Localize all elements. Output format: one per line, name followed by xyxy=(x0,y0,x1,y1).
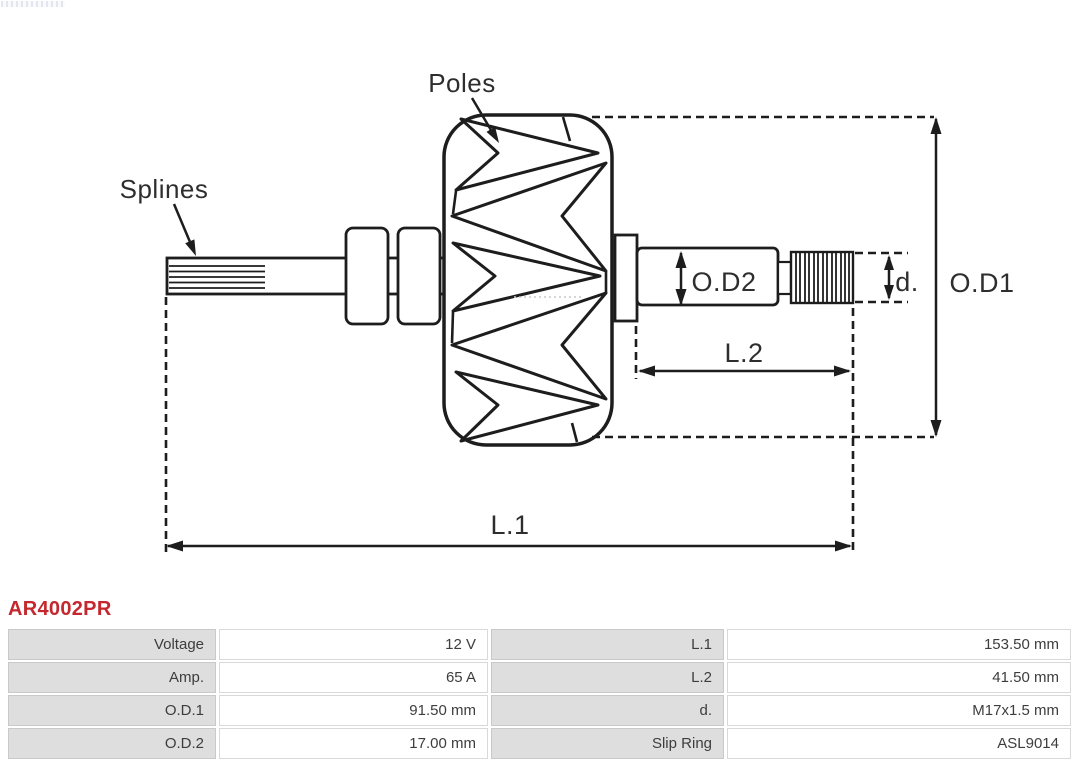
thread-lines xyxy=(795,253,850,302)
spline-lines xyxy=(169,265,265,289)
product-code-heading: AR4002PR xyxy=(8,598,112,620)
slip-ring-block xyxy=(613,233,639,323)
spec-value-cell: 65 A xyxy=(219,662,488,693)
poles-label: Poles xyxy=(428,68,496,98)
l1-label: L.1 xyxy=(490,510,529,540)
d-label: d. xyxy=(895,267,919,297)
as-pl-logo-watermark xyxy=(1,1,65,7)
spec-value-cell: 91.50 mm xyxy=(219,695,488,726)
splines-label: Splines xyxy=(120,174,209,204)
claw-poles xyxy=(450,116,608,443)
spec-value-cell: M17x1.5 mm xyxy=(727,695,1071,726)
construction-lines xyxy=(164,115,934,552)
rotor-body xyxy=(442,113,614,447)
spec-value-cell: 41.50 mm xyxy=(727,662,1071,693)
spec-label-cell: Amp. xyxy=(8,662,216,693)
spec-label-cell: O.D.2 xyxy=(8,728,216,759)
spec-label-cell: O.D.1 xyxy=(8,695,216,726)
spec-label-cell: L.2 xyxy=(491,662,724,693)
spec-label-cell: Slip Ring xyxy=(491,728,724,759)
spec-value-cell: 17.00 mm xyxy=(219,728,488,759)
spec-value-cell: 12 V xyxy=(219,629,488,660)
shaft-collars xyxy=(344,226,442,326)
spec-label-cell: L.1 xyxy=(491,629,724,660)
pole-connector-lines xyxy=(450,116,608,443)
poles-pointer-line xyxy=(470,97,493,131)
spec-value-cell: ASL9014 xyxy=(727,728,1071,759)
spec-table: Voltage 12 V L.1 153.50 mm Amp. 65 A L.2… xyxy=(8,629,1071,759)
splines-pointer-line xyxy=(172,203,192,243)
l2-label: L.2 xyxy=(724,338,763,368)
od1-label: O.D1 xyxy=(949,268,1014,298)
shaft-neck xyxy=(776,260,793,296)
slip-ring-end xyxy=(613,233,855,323)
od2-label: O.D2 xyxy=(691,267,756,297)
spec-label-cell: Voltage xyxy=(8,629,216,660)
rotor-technical-drawing: Poles Splines O.D2 d. O.D1 L.2 L.1 xyxy=(120,68,1014,552)
spec-value-cell: 153.50 mm xyxy=(727,629,1071,660)
spec-label-cell: d. xyxy=(491,695,724,726)
thread-section xyxy=(789,250,855,305)
